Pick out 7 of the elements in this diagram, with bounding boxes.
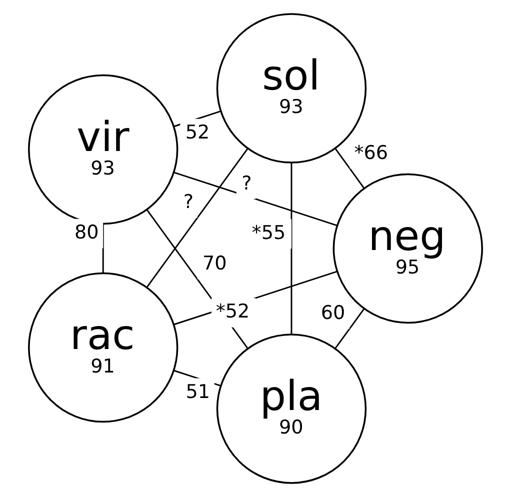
edge-label: 52 bbox=[185, 120, 210, 144]
edge-label: ? bbox=[183, 190, 194, 214]
edge-label: 70 bbox=[202, 251, 227, 274]
edge-label: *52 bbox=[216, 300, 250, 323]
edge-label: ? bbox=[242, 171, 252, 194]
edge-label: *55 bbox=[252, 220, 286, 244]
edge-label: 51 bbox=[186, 380, 210, 403]
